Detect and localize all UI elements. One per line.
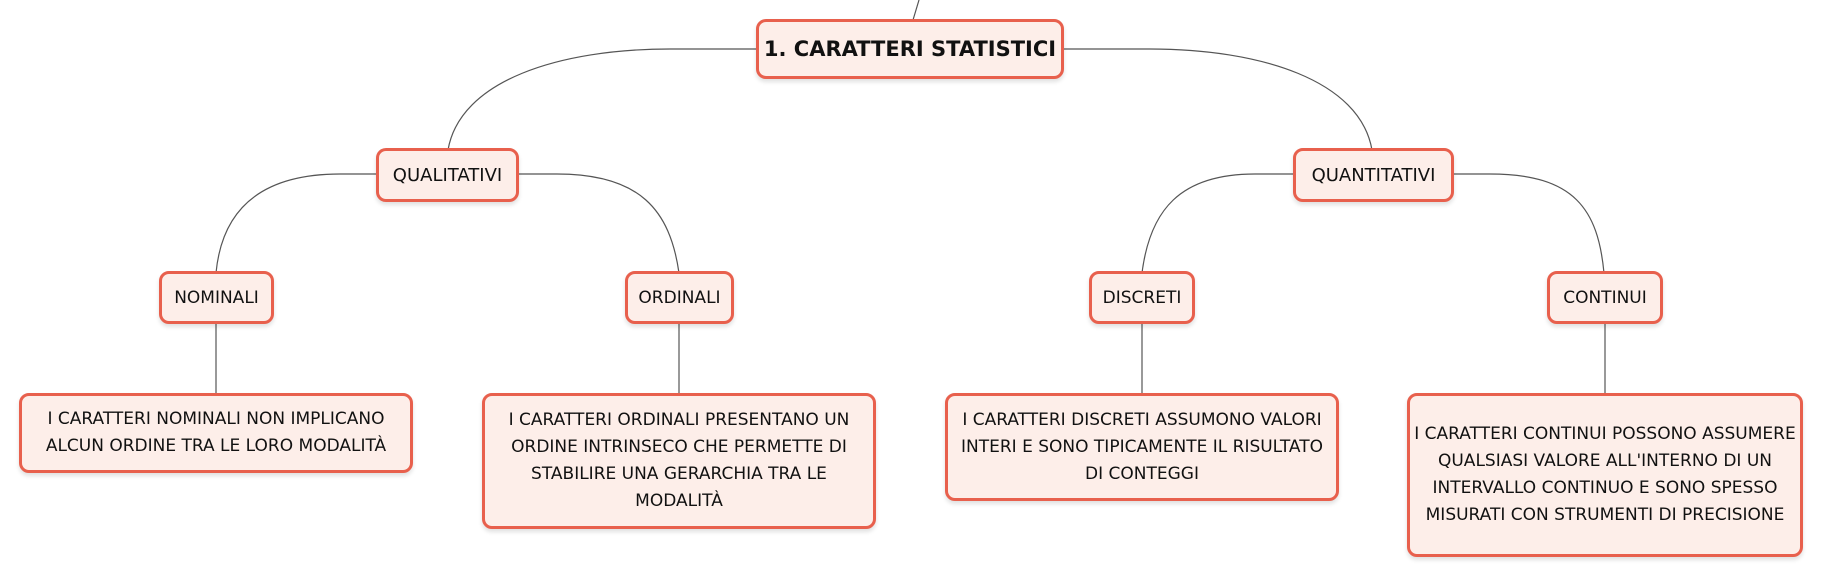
node-label: QUALITATIVI xyxy=(392,164,503,186)
node-quantitativi[interactable]: QUANTITATIVI xyxy=(1293,148,1454,202)
connector-root-quantitativi xyxy=(1064,48,1373,151)
node-label: ORDINALI xyxy=(638,287,721,308)
node-text: I CARATTERI CONTINUI POSSONO ASSUMERE QU… xyxy=(1414,424,1796,525)
node-label: DISCRETI xyxy=(1102,287,1182,308)
node-discreti[interactable]: DISCRETI xyxy=(1089,271,1195,324)
connector-qualitativi-ordinali xyxy=(519,173,680,274)
node-text: I CARATTERI NOMINALI NON IMPLICANO ALCUN… xyxy=(45,409,387,456)
node-qualitativi[interactable]: QUALITATIVI xyxy=(376,148,519,202)
node-caratteri-statistici[interactable]: 1. CARATTERI STATISTICI xyxy=(756,19,1064,79)
node-nominali-description[interactable]: I CARATTERI NOMINALI NON IMPLICANO ALCUN… xyxy=(19,393,413,473)
connector-qualitativi-nominali xyxy=(215,173,376,274)
node-label: CONTINUI xyxy=(1563,287,1647,308)
node-discreti-description[interactable]: I CARATTERI DISCRETI ASSUMONO VALORI INT… xyxy=(945,393,1339,501)
node-label: NOMINALI xyxy=(174,287,259,308)
node-text: I CARATTERI DISCRETI ASSUMONO VALORI INT… xyxy=(961,409,1323,484)
connector-root-qualitativi xyxy=(447,48,756,151)
node-label: QUANTITATIVI xyxy=(1311,164,1436,186)
node-nominali[interactable]: NOMINALI xyxy=(159,271,274,324)
connector-quantitativi-continui xyxy=(1454,173,1605,274)
node-ordinali-description[interactable]: I CARATTERI ORDINALI PRESENTANO UN ORDIN… xyxy=(482,393,876,529)
node-label: 1. CARATTERI STATISTICI xyxy=(763,37,1057,61)
connector-quantitativi-discreti xyxy=(1141,173,1293,274)
node-text: I CARATTERI ORDINALI PRESENTANO UN ORDIN… xyxy=(508,410,850,511)
node-ordinali[interactable]: ORDINALI xyxy=(625,271,734,324)
node-continui[interactable]: CONTINUI xyxy=(1547,271,1663,324)
connector-root-incoming xyxy=(912,0,920,21)
node-continui-description[interactable]: I CARATTERI CONTINUI POSSONO ASSUMERE QU… xyxy=(1407,393,1803,557)
